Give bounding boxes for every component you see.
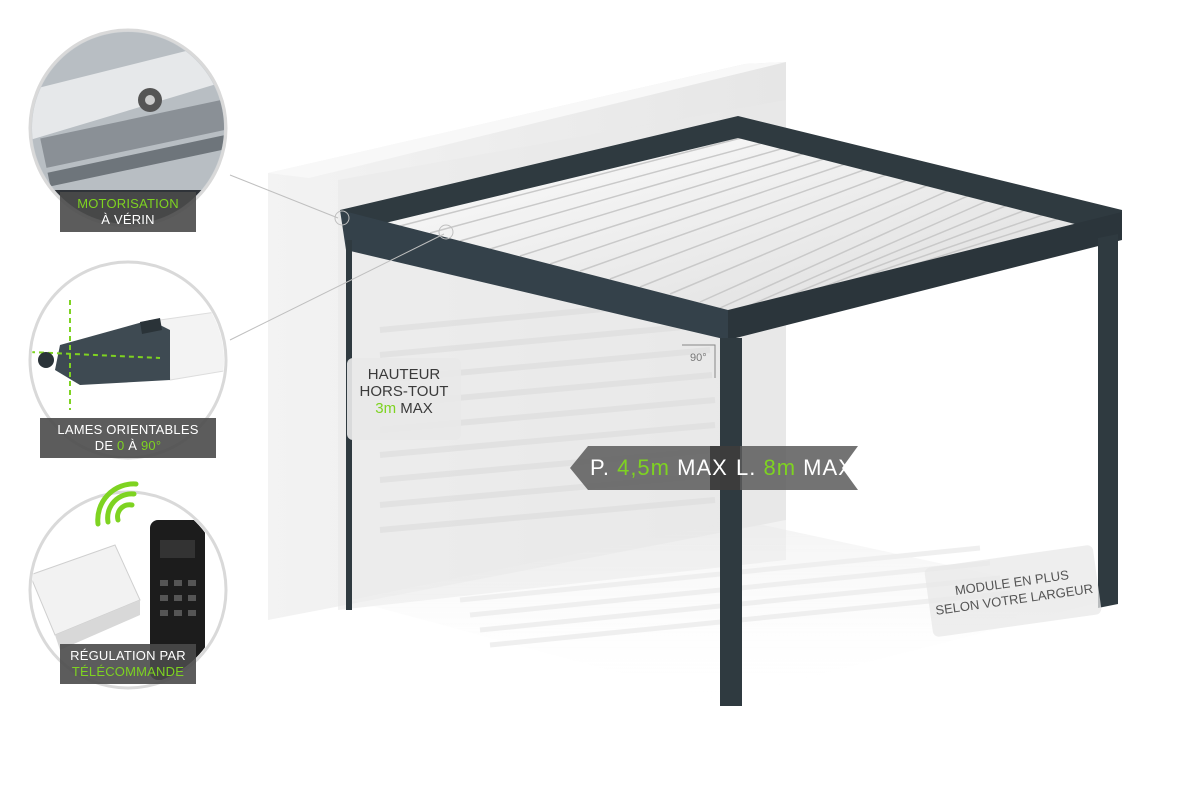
height-value: 3m	[375, 400, 397, 417]
pergola-roof	[340, 116, 1122, 340]
wifi-signal-icon	[95, 481, 139, 527]
remote-label-line1: RÉGULATION PAR	[70, 648, 186, 663]
length-text: L. 8m MAX	[736, 454, 853, 482]
remote-label-line2: TÉLÉCOMMANDE	[71, 664, 185, 679]
length-unit: MAX	[803, 455, 854, 480]
length-value: 8m	[763, 455, 797, 480]
remote-label-bg	[60, 644, 196, 684]
right-angle-mark	[682, 344, 716, 378]
control-box-icon	[32, 544, 141, 650]
height-tag-line2: HORS-TOUT	[359, 383, 449, 400]
remote-label: RÉGULATION PAR TÉLÉCOMMANDE	[60, 648, 196, 680]
height-tag-line1: HAUTEUR	[367, 366, 441, 383]
length-prefix: L.	[736, 455, 757, 480]
height-tag-line3: 3m MAX	[347, 400, 461, 417]
blades-pre: DE	[94, 438, 118, 453]
angle-label: 90°	[690, 352, 707, 364]
motor-label-line2: À VÉRIN	[101, 212, 155, 227]
depth-text: P. 4,5m MAX	[590, 454, 727, 482]
blades-from: 0	[117, 438, 125, 453]
dimension-banner	[570, 446, 858, 490]
depth-prefix: P.	[590, 455, 610, 480]
remote-bubble	[28, 481, 228, 690]
blades-to: 90°	[140, 438, 162, 453]
callout-lines	[229, 174, 454, 341]
motor-label-line1: MOTORISATION	[77, 196, 179, 211]
blades-label-line2: DE 0 À 90°	[40, 438, 216, 454]
blades-bubble	[28, 260, 228, 460]
blades-label-bg	[40, 418, 216, 458]
blades-mid: À	[124, 438, 141, 453]
height-unit: MAX	[400, 400, 433, 417]
motor-label-bg	[60, 192, 196, 232]
depth-value: 4,5m	[617, 455, 670, 480]
remote-control-icon	[150, 520, 205, 680]
depth-unit: MAX	[677, 455, 728, 480]
pergola-posts	[346, 234, 1118, 706]
blades-label-line1: LAMES ORIENTABLES	[57, 422, 199, 437]
height-tag: HAUTEUR HORS-TOUT 3m MAX	[347, 358, 461, 440]
blades-label: LAMES ORIENTABLES DE 0 À 90°	[40, 422, 216, 454]
motor-label: MOTORISATION À VÉRIN	[60, 196, 196, 228]
